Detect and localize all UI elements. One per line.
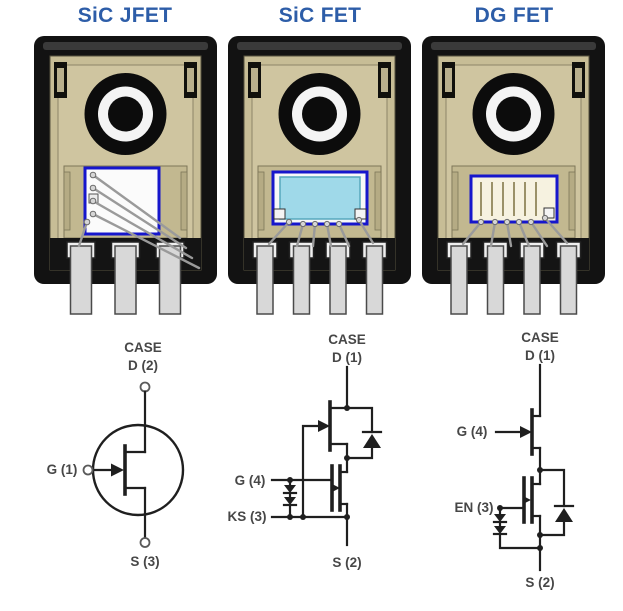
leads [450,245,578,315]
leads [69,245,182,315]
schematic-symbols: CASE D (2) G (1) S (3) CASE D (1) [47,330,575,590]
bond-wires [77,171,201,270]
jfet-gate-arrow-icon [520,426,532,438]
source-label: S (3) [130,554,159,569]
case-label: CASE [328,332,366,347]
jfet-gate-arrow-icon [318,420,330,432]
schematic-dg-fet: CASE D (1) G (4) [454,330,575,590]
enable-label: EN (3) [454,500,493,515]
case-label: CASE [124,340,162,355]
gate-esd-diodes [282,478,298,519]
mosfet-arrow-icon [331,483,340,493]
package-sic-jfet [33,35,218,315]
package-dg-fet [421,35,606,315]
package-sic-fet [227,35,412,315]
column-header-dg-fet: DG FET [474,4,554,27]
jfet-symbol [91,444,147,496]
drain-terminal [139,381,151,393]
leads [256,245,384,315]
jfet-symbol [494,408,542,456]
source-label: S (2) [332,555,361,570]
bond-wires [267,216,375,248]
gate-terminal [82,464,94,476]
lv-mosfet-symbol [330,464,349,512]
enable-esd-diodes [492,506,542,550]
package-illustrations [33,35,606,315]
die-sic-fet [271,170,369,226]
drain-label: D (2) [128,358,158,373]
mosfet-arrow-icon [523,496,531,504]
column-header-sic-fet: SiC FET [278,4,362,27]
case-label: CASE [521,330,559,345]
gate-label: G (1) [47,462,78,477]
drain-label: D (1) [332,350,362,365]
gate-label: G (4) [457,424,488,439]
die-dg-fet [469,174,559,224]
source-terminal [139,537,151,548]
schematic-sic-fet: CASE D (1) [227,332,383,570]
drain-label: D (1) [525,348,555,363]
body-diode [538,468,575,537]
gate-arrow-icon [111,463,124,477]
source-label: S (2) [525,575,554,590]
bond-wires [461,214,569,248]
gate-label: G (4) [235,473,266,488]
body-diode [345,406,383,460]
column-header-sic-jfet: SiC JFET [77,4,173,27]
kelvin-label: KS (3) [227,509,266,524]
schematic-sic-jfet: CASE D (2) G (1) S (3) [47,340,185,569]
mosfet-symbol [522,476,542,524]
